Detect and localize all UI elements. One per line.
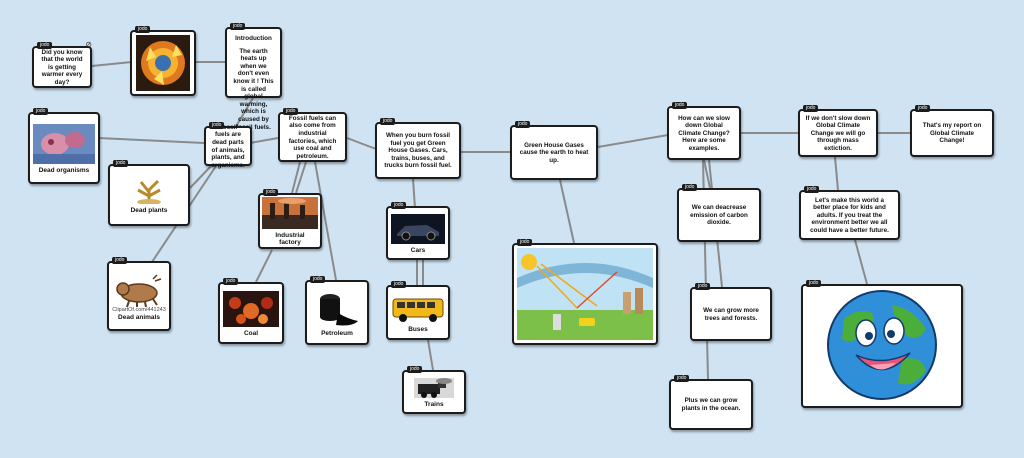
node-text: Fossil fuels are dead parts of animals, … — [211, 123, 245, 169]
fire-icon — [136, 35, 190, 91]
node-caption: Trains — [424, 400, 444, 408]
node-petroleum[interactable]: jodo Petroleum — [305, 276, 369, 345]
node-trains[interactable]: jodo Trains — [402, 366, 466, 414]
owner-tag: jodo — [263, 189, 279, 196]
node-coal[interactable]: jodo Coal — [218, 278, 284, 344]
node-industrial-sources[interactable]: jodo Fossil fuels can also come from ind… — [278, 108, 347, 162]
node-text: Did you know that the world is getting w… — [41, 48, 83, 86]
node-burn-fossil-fuel[interactable]: jodo When you burn fossil fuel you get G… — [375, 118, 461, 179]
owner-tag: jodo — [33, 108, 49, 115]
node-caption: Petroleum — [321, 330, 353, 337]
factory-icon — [262, 197, 318, 229]
train-icon — [414, 377, 454, 398]
owner-tag: jodo — [915, 105, 931, 112]
globe-icon — [827, 290, 937, 400]
owner-tag: jodo — [113, 160, 129, 167]
node-ocean-plants[interactable]: jodo Plus we can grow plants in the ocea… — [669, 375, 753, 430]
owner-tag: jodo — [37, 42, 53, 49]
owner-tag: jodo — [391, 281, 407, 288]
owner-tag: jodo — [380, 118, 396, 125]
owner-tag: jodo — [806, 280, 822, 287]
node-text: If we don't slow down Global Climate Cha… — [805, 114, 871, 152]
dead-plant-icon — [137, 179, 161, 204]
bus-icon — [392, 298, 444, 322]
node-better-place[interactable]: jodo Let's make this world a better plac… — [799, 186, 900, 240]
node-text: Plus we can grow plants in the ocean. — [681, 397, 741, 412]
node-text: That's my report on Global Climate Chang… — [922, 122, 982, 145]
clipart-credit: ClipartOf.com/441243 — [112, 306, 166, 313]
introduction-title: Introduction — [235, 35, 272, 42]
owner-tag: jodo — [515, 121, 531, 128]
node-greenhouse-gases[interactable]: jodo Green House Gases cause the earth t… — [510, 121, 598, 180]
owner-tag: jodo — [310, 276, 326, 283]
owner-tag: jodo — [407, 366, 423, 373]
greenhouse-effect-diagram — [517, 248, 653, 340]
owner-tag: jodo — [391, 202, 407, 209]
owner-tag: jodo — [112, 257, 128, 264]
node-dead-organisms[interactable]: jodo Dead organisms — [28, 108, 100, 184]
node-caption: Industrial factory — [275, 232, 305, 246]
link-icon: ⊘ — [85, 40, 92, 49]
node-text: How can we slow down Global Climate Chan… — [678, 114, 730, 152]
owner-tag: jodo — [283, 108, 299, 115]
node-cars[interactable]: jodo Cars — [386, 202, 450, 260]
node-industrial-factory[interactable]: jodo Industrial factory — [258, 189, 322, 249]
node-caption: Buses — [408, 326, 428, 333]
node-caption: Dead animals — [118, 313, 160, 321]
node-mass-extinction[interactable]: jodo If we don't slow down Global Climat… — [798, 105, 878, 157]
dead-animal-icon — [116, 273, 162, 307]
node-caption: Coal — [243, 329, 259, 337]
node-text: Green House Gases cause the earth to hea… — [519, 141, 589, 164]
node-text: We can grow more trees and forests. — [703, 306, 759, 322]
organism-icon — [33, 123, 95, 164]
node-fossil-fuels[interactable]: jodo Fossil fuels are dead parts of anim… — [204, 122, 252, 169]
node-buses[interactable]: jodo Buses — [386, 281, 450, 340]
introduction-body: The earth heats up when we don't even kn… — [233, 47, 274, 131]
oil-barrel-icon — [320, 294, 358, 326]
node-did-you-know[interactable]: jodo ⊘ Did you know that the world is ge… — [32, 40, 92, 88]
node-greenhouse-diagram[interactable]: jodo — [512, 239, 658, 345]
owner-tag: jodo — [695, 283, 711, 290]
node-dead-plants[interactable]: jodo Dead plants — [108, 160, 190, 226]
node-slow-down[interactable]: jodo How can we slow down Global Climate… — [667, 102, 741, 160]
car-icon — [391, 213, 445, 244]
coal-icon — [223, 290, 279, 327]
node-introduction[interactable]: jodo Introduction The earth heats up whe… — [225, 23, 282, 131]
node-caption: Dead plants — [130, 206, 168, 214]
node-text: Fossil fuels can also come from industri… — [288, 114, 337, 160]
owner-tag: jodo — [230, 23, 246, 30]
node-caption: Dead organisms — [38, 166, 90, 174]
node-happy-earth-image[interactable]: jodo — [801, 280, 963, 408]
node-decrease-emission[interactable]: jodo We can deacrease emission of carbon… — [677, 184, 761, 242]
node-dead-animals[interactable]: jodo ClipartOf.com/441243 Dead animals — [107, 257, 171, 331]
owner-tag: jodo — [223, 278, 239, 285]
owner-tag: jodo — [803, 105, 819, 112]
owner-tag: jodo — [209, 122, 225, 129]
owner-tag: jodo — [517, 239, 533, 246]
node-text: Let's make this world a better place for… — [810, 196, 889, 234]
node-burning-earth-image[interactable]: jodo — [130, 26, 196, 96]
node-report-end[interactable]: jodo That's my report on Global Climate … — [910, 105, 994, 157]
node-grow-trees[interactable]: jodo We can grow more trees and forests. — [690, 283, 772, 341]
node-caption: Cars — [410, 246, 426, 254]
owner-tag: jodo — [674, 375, 690, 382]
node-text: When you burn fossil fuel you get Green … — [384, 132, 452, 170]
owner-tag: jodo — [135, 26, 151, 33]
owner-tag: jodo — [804, 186, 820, 193]
owner-tag: jodo — [672, 102, 688, 109]
owner-tag: jodo — [682, 184, 698, 191]
node-text: We can deacrease emission of carbon diox… — [690, 204, 748, 227]
